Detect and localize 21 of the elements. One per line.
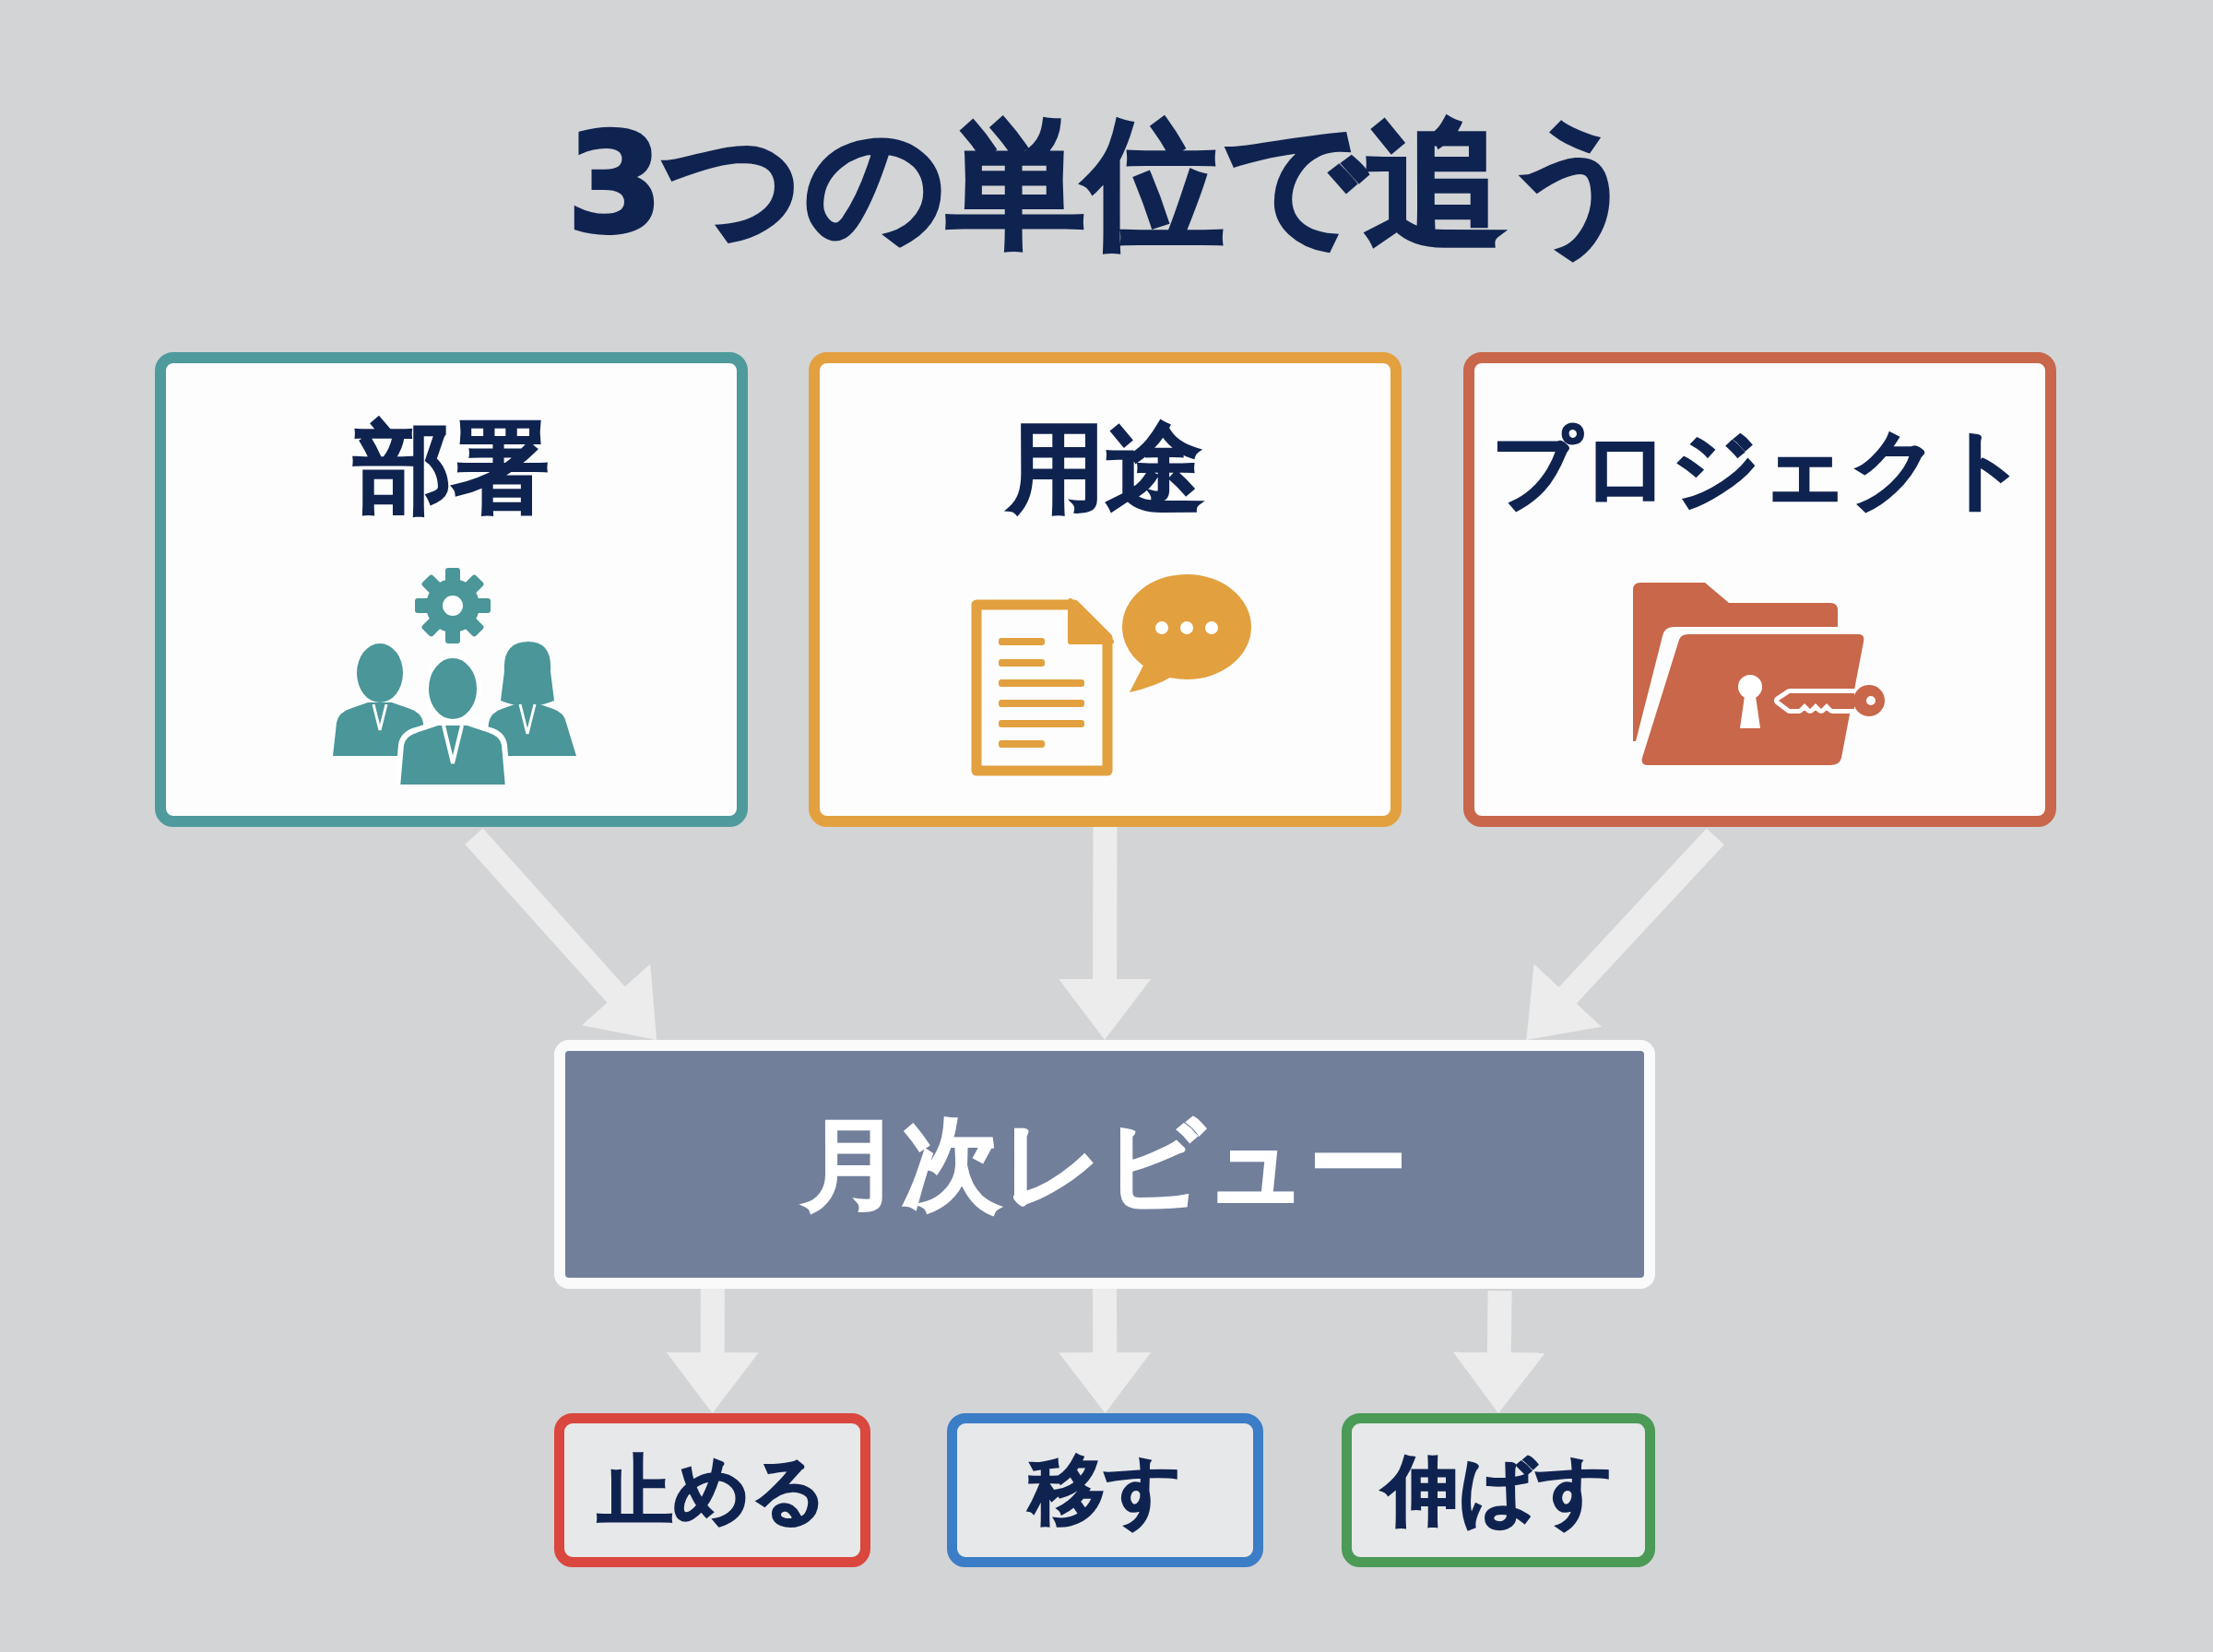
arrow <box>1452 1291 1545 1413</box>
category-card <box>155 352 748 827</box>
arrow <box>1059 1288 1152 1413</box>
action-card <box>947 1413 1263 1567</box>
action-card <box>1342 1413 1655 1567</box>
arrow <box>465 828 657 1040</box>
card-heading: 部署 <box>352 411 550 525</box>
category-card <box>1463 352 2056 827</box>
review-label: 月次レビュー <box>800 1106 1409 1222</box>
card-heading: 用途 <box>1005 411 1204 525</box>
category-card <box>809 352 1402 827</box>
action-label: 止める <box>596 1446 829 1535</box>
action-label: 伸ばす <box>1379 1446 1617 1535</box>
arrow <box>1526 828 1724 1040</box>
arrow <box>1059 826 1152 1040</box>
action-label: 移す <box>1026 1446 1183 1535</box>
action-card <box>554 1413 870 1567</box>
title: 3つの単位で追う <box>565 102 1648 266</box>
card-heading: プロジェクト <box>1490 417 2030 520</box>
review-panel <box>554 1040 1655 1289</box>
arrow <box>666 1288 759 1413</box>
